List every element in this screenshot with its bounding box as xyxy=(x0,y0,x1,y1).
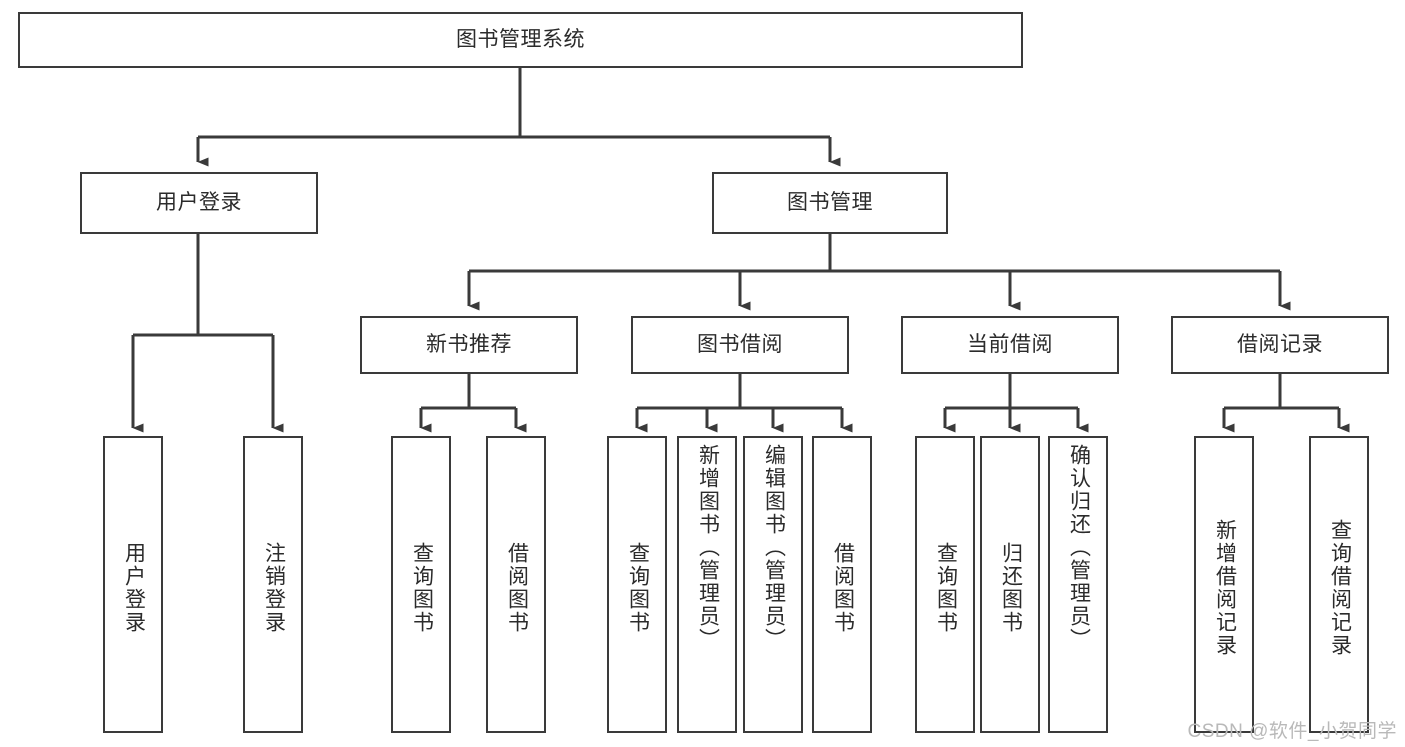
leaf-query-record[interactable]: 查询借阅记录 xyxy=(1309,436,1369,733)
node-book-manage[interactable]: 图书管理 xyxy=(712,172,948,234)
node-book-manage-label: 图书管理 xyxy=(787,190,873,214)
node-new-book-rec[interactable]: 新书推荐 xyxy=(360,316,578,374)
node-borrow-record-label: 借阅记录 xyxy=(1237,332,1323,356)
node-book-borrow-label: 图书借阅 xyxy=(697,332,783,356)
leaf-confirm-return-label: 确认归还（管理员） xyxy=(1067,444,1091,651)
leaf-add-record-label: 新增借阅记录 xyxy=(1213,518,1237,657)
node-borrow-record[interactable]: 借阅记录 xyxy=(1171,316,1389,374)
leaf-query-book-1-label: 查询图书 xyxy=(410,541,434,634)
leaf-borrow-book-1-label: 借阅图书 xyxy=(505,541,529,634)
node-current-borrow[interactable]: 当前借阅 xyxy=(901,316,1119,374)
node-user-login[interactable]: 用户登录 xyxy=(80,172,318,234)
leaf-query-book-1[interactable]: 查询图书 xyxy=(391,436,451,733)
leaf-edit-book-label: 编辑图书（管理员） xyxy=(762,444,786,651)
leaf-query-book-2[interactable]: 查询图书 xyxy=(607,436,667,733)
leaf-logout-label: 注销登录 xyxy=(262,541,286,634)
leaf-edit-book[interactable]: 编辑图书（管理员） xyxy=(743,436,803,733)
leaf-confirm-return[interactable]: 确认归还（管理员） xyxy=(1048,436,1108,733)
leaf-borrow-book-1[interactable]: 借阅图书 xyxy=(486,436,546,733)
leaf-borrow-book-2-label: 借阅图书 xyxy=(831,541,855,634)
leaf-return-book[interactable]: 归还图书 xyxy=(980,436,1040,733)
leaf-query-book-2-label: 查询图书 xyxy=(626,541,650,634)
leaf-query-book-3-label: 查询图书 xyxy=(934,541,958,634)
leaf-add-book-label: 新增图书（管理员） xyxy=(696,444,720,651)
csdn-watermark: CSDN @软件_小贺同学 xyxy=(1187,721,1397,742)
leaf-user-login-label: 用户登录 xyxy=(122,541,146,634)
leaf-user-login[interactable]: 用户登录 xyxy=(103,436,163,733)
node-current-borrow-label: 当前借阅 xyxy=(967,332,1053,356)
leaf-query-book-3[interactable]: 查询图书 xyxy=(915,436,975,733)
leaf-add-book[interactable]: 新增图书（管理员） xyxy=(677,436,737,733)
node-new-book-rec-label: 新书推荐 xyxy=(426,332,512,356)
leaf-add-record[interactable]: 新增借阅记录 xyxy=(1194,436,1254,733)
node-root[interactable]: 图书管理系统 xyxy=(18,12,1023,68)
node-user-login-label: 用户登录 xyxy=(156,190,242,214)
leaf-return-book-label: 归还图书 xyxy=(999,541,1023,634)
leaf-logout[interactable]: 注销登录 xyxy=(243,436,303,733)
leaf-query-record-label: 查询借阅记录 xyxy=(1328,518,1352,657)
node-root-label: 图书管理系统 xyxy=(456,27,585,51)
leaf-borrow-book-2[interactable]: 借阅图书 xyxy=(812,436,872,733)
node-book-borrow[interactable]: 图书借阅 xyxy=(631,316,849,374)
